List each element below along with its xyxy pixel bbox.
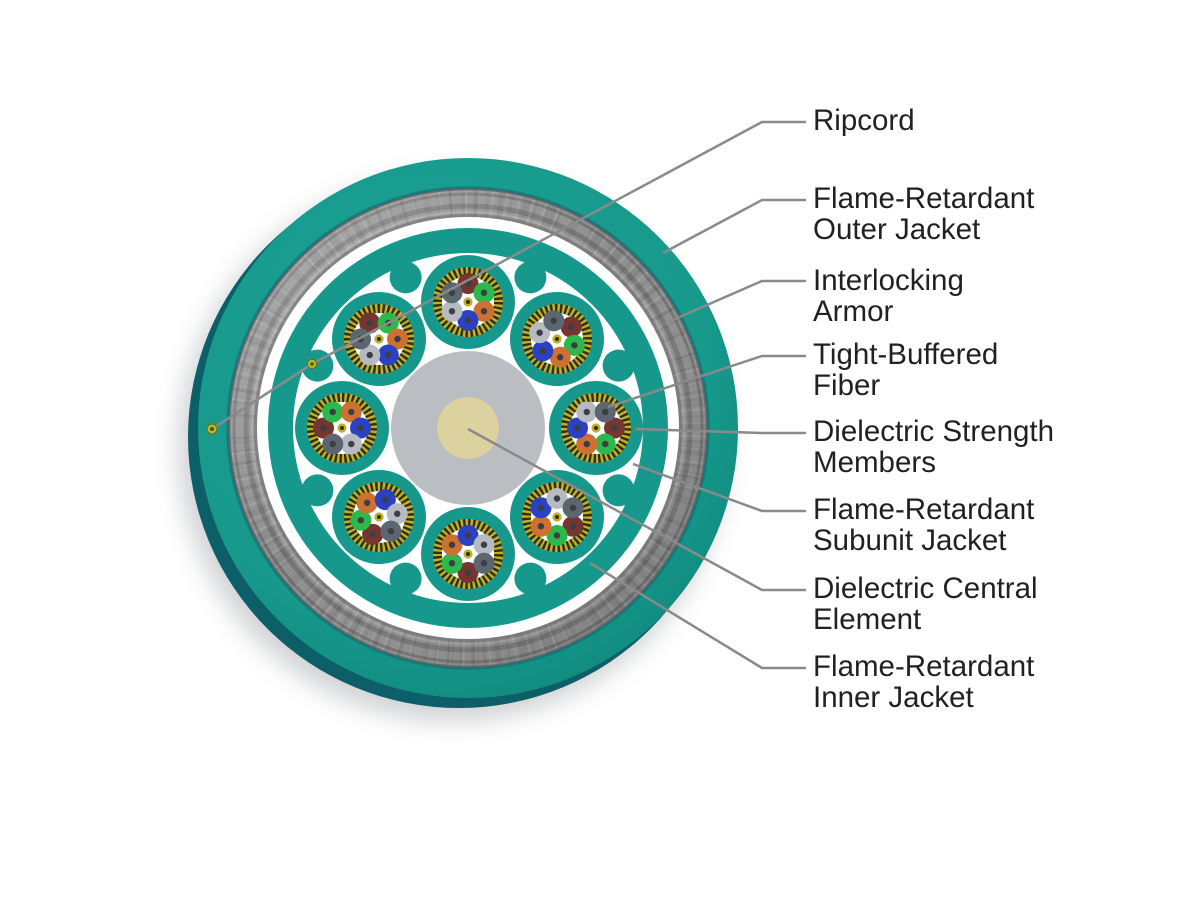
subunit-top [421, 255, 515, 349]
label-ripcord: Ripcord [813, 104, 915, 137]
leader-line-central-element [467, 427, 806, 592]
label-strength-members: Dielectric Strength Members [813, 415, 1055, 479]
armor-inner-rim [254, 214, 682, 642]
leader-line-fiber [607, 354, 806, 409]
ripcords [206, 358, 318, 435]
leader-line-ripcord [211, 120, 806, 431]
leader-line-inner-jacket [589, 561, 806, 670]
label-tight-buffered-fiber: Tight-Buffered Fiber [813, 338, 999, 402]
leader-line-outer-jacket [662, 198, 806, 255]
leader-line-subunit-jacket [632, 462, 806, 513]
dielectric-central-element [437, 397, 499, 459]
label-outer-jacket: Flame-Retardant Outer Jacket [813, 182, 1035, 246]
subunit-left [295, 381, 389, 475]
subunit-bottom [421, 507, 515, 601]
subunit-right [549, 381, 643, 475]
label-central-element: Dielectric Central Element [813, 572, 1038, 636]
armor-outer-rim [227, 187, 709, 669]
leader-line-armor [667, 279, 806, 324]
ripcord-dot-outer-core [210, 427, 214, 431]
label-inner-jacket: Flame-Retardant Inner Jacket [813, 650, 1035, 714]
leader-line-strength-members [635, 427, 806, 435]
leader-lines [211, 120, 806, 670]
label-interlocking-armor: Interlocking Armor [813, 264, 964, 328]
label-subunit-jacket: Flame-Retardant Subunit Jacket [813, 493, 1035, 557]
inner-jacket-webbing [301, 261, 635, 595]
jacket-armor-boundary-line [226, 186, 710, 670]
ripcord-dot-inner-core [310, 362, 314, 366]
